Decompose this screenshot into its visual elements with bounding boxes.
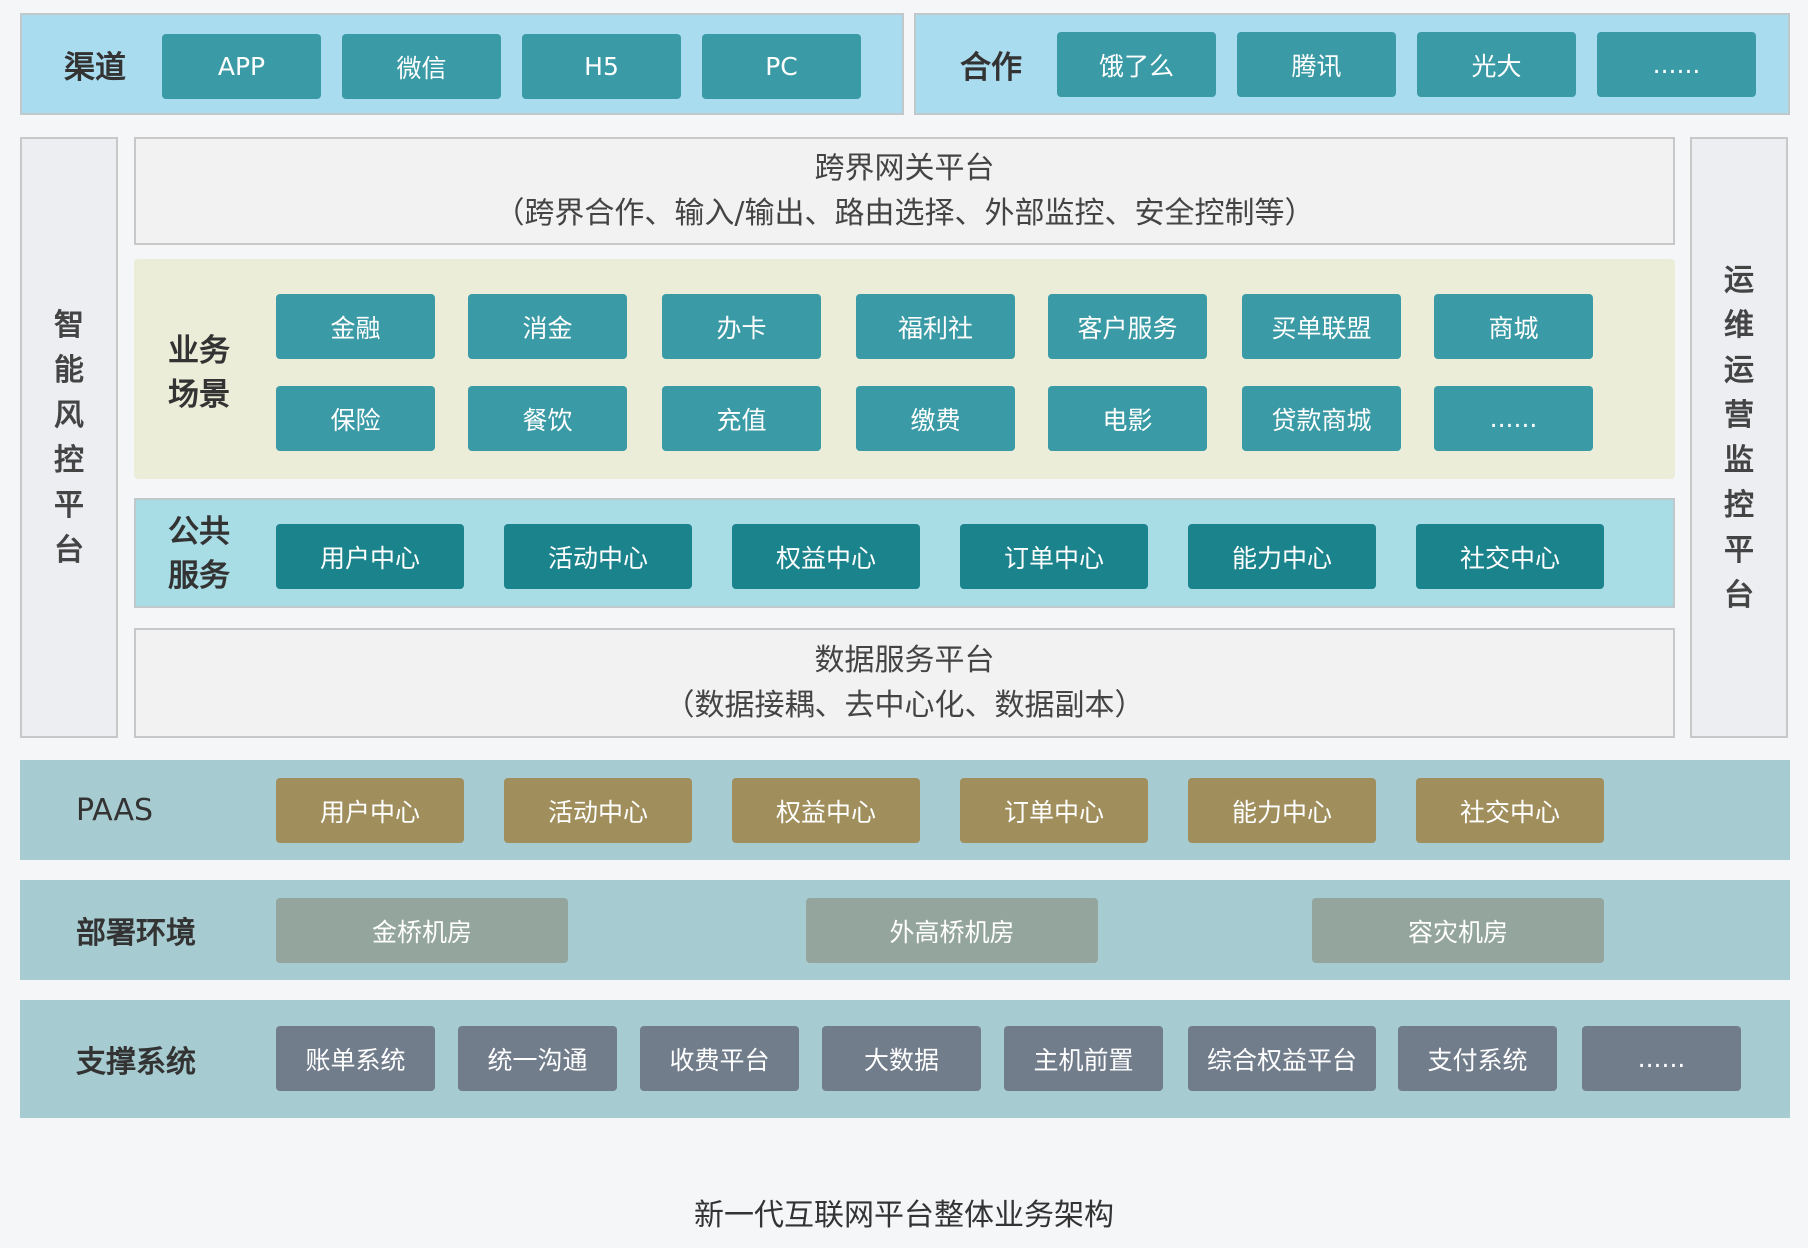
paas-label: PAAS <box>76 792 154 828</box>
public-social-center[interactable]: 社交中心 <box>1416 524 1604 589</box>
partner-tencent[interactable]: 腾讯 <box>1237 32 1396 97</box>
left-char: 平 <box>54 487 84 523</box>
data-platform-subtitle: （数据接耦、去中心化、数据副本） <box>664 688 1145 723</box>
support-payment-system[interactable]: 支付系统 <box>1398 1026 1557 1091</box>
left-char: 智 <box>54 307 84 343</box>
channel-h5[interactable]: H5 <box>522 34 681 99</box>
left-char: 台 <box>54 532 84 568</box>
deploy-jinqiao[interactable]: 金桥机房 <box>276 898 568 963</box>
right-ops-monitor-platform: 运 维 运 营 监 控 平 台 <box>1690 137 1788 738</box>
channel-pc[interactable]: PC <box>702 34 861 99</box>
data-platform-title: 数据服务平台 <box>814 643 995 678</box>
biz-movie[interactable]: 电影 <box>1048 386 1207 451</box>
partners-label: 合作 <box>960 49 1022 86</box>
deploy-label: 部署环境 <box>76 916 196 951</box>
gateway-platform: 跨界网关平台 （跨界合作、输入/输出、路由选择、外部监控、安全控制等） <box>134 137 1675 245</box>
data-service-platform: 数据服务平台 （数据接耦、去中心化、数据副本） <box>134 628 1675 738</box>
right-char: 运 <box>1724 352 1754 388</box>
biz-dining[interactable]: 餐饮 <box>468 386 627 451</box>
biz-card[interactable]: 办卡 <box>662 294 821 359</box>
public-user-center[interactable]: 用户中心 <box>276 524 464 589</box>
biz-more[interactable]: ...... <box>1434 386 1593 451</box>
channel-app[interactable]: APP <box>162 34 321 99</box>
public-services-label: 公共 服务 <box>168 510 230 598</box>
paas-activity-center[interactable]: 活动中心 <box>504 778 692 843</box>
paas-user-center[interactable]: 用户中心 <box>276 778 464 843</box>
business-label-line1: 业务 <box>168 333 230 369</box>
biz-loan-mall[interactable]: 贷款商城 <box>1242 386 1401 451</box>
public-rights-center[interactable]: 权益中心 <box>732 524 920 589</box>
right-char: 台 <box>1724 577 1754 613</box>
paas-social-center[interactable]: 社交中心 <box>1416 778 1604 843</box>
channels-label: 渠道 <box>64 49 126 86</box>
right-char: 维 <box>1724 307 1754 343</box>
deploy-waigaoqiao[interactable]: 外高桥机房 <box>806 898 1098 963</box>
left-char: 风 <box>54 397 84 433</box>
right-char: 监 <box>1724 442 1754 478</box>
channel-wechat[interactable]: 微信 <box>342 34 501 99</box>
gateway-subtitle: （跨界合作、输入/输出、路由选择、外部监控、安全控制等） <box>494 196 1315 231</box>
biz-bill-alliance[interactable]: 买单联盟 <box>1242 294 1401 359</box>
biz-payment[interactable]: 缴费 <box>856 386 1015 451</box>
support-label: 支撑系统 <box>76 1045 196 1080</box>
business-label-line2: 场景 <box>168 377 230 413</box>
deploy-disaster-recovery[interactable]: 容灾机房 <box>1312 898 1604 963</box>
right-char: 平 <box>1724 532 1754 568</box>
gateway-title: 跨界网关平台 <box>814 151 995 186</box>
public-services-label-line2: 服务 <box>168 558 230 594</box>
public-services-label-line1: 公共 <box>168 514 230 550</box>
left-risk-control-platform: 智 能 风 控 平 台 <box>20 137 118 738</box>
biz-recharge[interactable]: 充值 <box>662 386 821 451</box>
right-char: 营 <box>1724 397 1754 433</box>
biz-insurance[interactable]: 保险 <box>276 386 435 451</box>
biz-finance[interactable]: 金融 <box>276 294 435 359</box>
business-label: 业务 场景 <box>168 329 230 417</box>
paas-capability-center[interactable]: 能力中心 <box>1188 778 1376 843</box>
paas-rights-center[interactable]: 权益中心 <box>732 778 920 843</box>
biz-consumer-finance[interactable]: 消金 <box>468 294 627 359</box>
public-order-center[interactable]: 订单中心 <box>960 524 1148 589</box>
support-host-front[interactable]: 主机前置 <box>1004 1026 1163 1091</box>
public-capability-center[interactable]: 能力中心 <box>1188 524 1376 589</box>
paas-order-center[interactable]: 订单中心 <box>960 778 1148 843</box>
right-char: 控 <box>1724 487 1754 523</box>
support-big-data[interactable]: 大数据 <box>822 1026 981 1091</box>
diagram-caption: 新一代互联网平台整体业务架构 <box>694 1198 1114 1233</box>
support-unified-comm[interactable]: 统一沟通 <box>458 1026 617 1091</box>
partner-everbright[interactable]: 光大 <box>1417 32 1576 97</box>
support-more[interactable]: ...... <box>1582 1026 1741 1091</box>
support-rights-platform[interactable]: 综合权益平台 <box>1188 1026 1376 1091</box>
biz-welfare[interactable]: 福利社 <box>856 294 1015 359</box>
biz-customer-service[interactable]: 客户服务 <box>1048 294 1207 359</box>
support-fee-platform[interactable]: 收费平台 <box>640 1026 799 1091</box>
biz-mall[interactable]: 商城 <box>1434 294 1593 359</box>
partner-eleme[interactable]: 饿了么 <box>1057 32 1216 97</box>
public-activity-center[interactable]: 活动中心 <box>504 524 692 589</box>
right-char: 运 <box>1724 262 1754 298</box>
partner-more[interactable]: ...... <box>1597 32 1756 97</box>
left-char: 控 <box>54 442 84 478</box>
left-char: 能 <box>54 352 84 388</box>
support-billing[interactable]: 账单系统 <box>276 1026 435 1091</box>
